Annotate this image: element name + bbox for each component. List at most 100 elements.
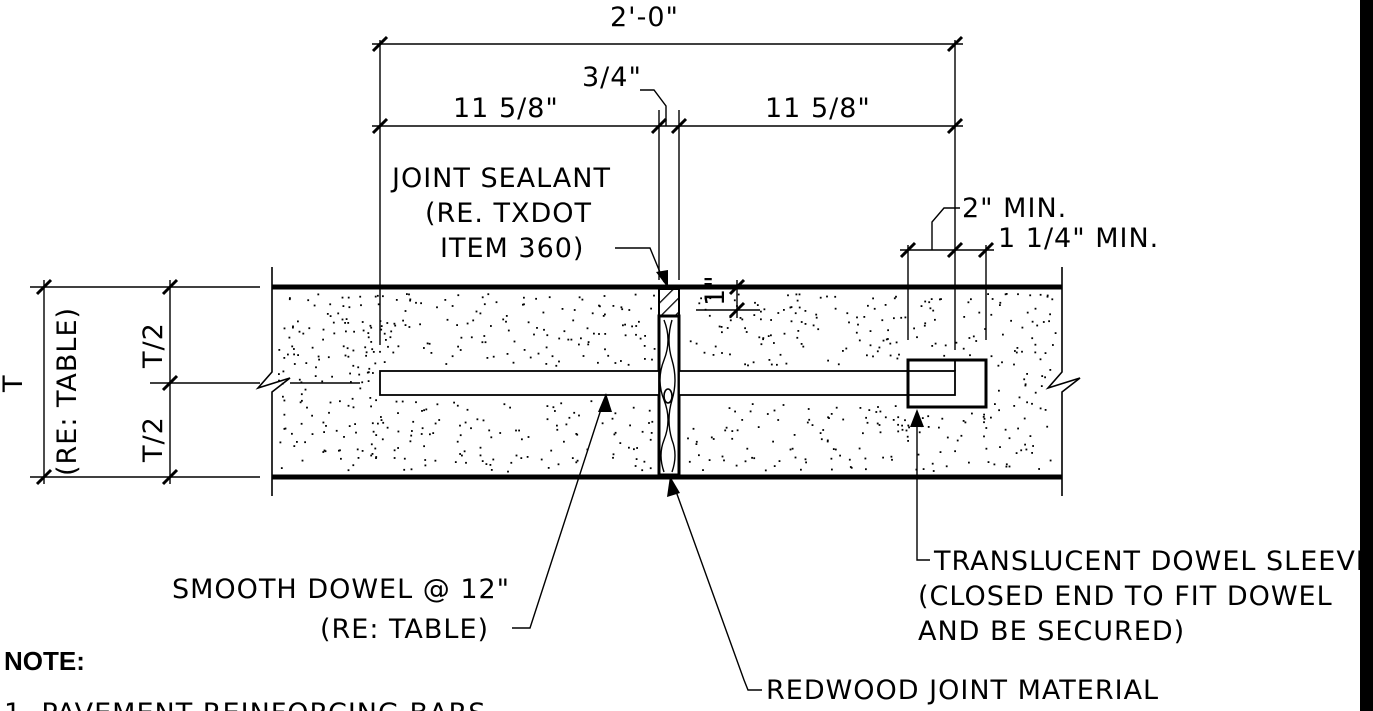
stipple-dot — [470, 336, 473, 339]
stipple-dot — [760, 343, 763, 346]
stipple-dot — [375, 399, 377, 402]
leaders — [512, 247, 930, 691]
stipple-dot — [943, 354, 946, 357]
stipple-dot — [731, 437, 734, 440]
stipple-dot — [998, 389, 1000, 392]
stipple-dot — [970, 298, 972, 301]
stipple-dot — [561, 308, 564, 310]
stipple-dot — [283, 357, 286, 359]
stipple-dot — [459, 424, 461, 427]
stipple-dot — [907, 424, 910, 427]
stipple-dot — [409, 298, 412, 301]
stipple-dot — [424, 464, 427, 467]
stipple-dot — [382, 421, 385, 424]
stipple-dot — [800, 343, 803, 345]
stipple-dot — [969, 354, 971, 357]
stipple-dot — [485, 463, 488, 465]
stipple-dot — [758, 336, 761, 339]
stipple-dot — [376, 294, 379, 297]
stipple-dot — [291, 432, 293, 435]
stipple-dot — [340, 457, 342, 460]
dim-overall: 2'-0" — [610, 2, 679, 33]
stipple-dot — [604, 348, 606, 351]
stipple-dot — [283, 428, 286, 430]
stipple-dot — [523, 349, 526, 351]
dim-joint-width: 3/4" — [582, 62, 642, 93]
stipple-dot — [345, 330, 347, 333]
stipple-dot — [457, 294, 460, 297]
stipple-dot — [987, 293, 989, 295]
stipple-dot — [863, 316, 866, 318]
label-joint-sealant-2: (RE. TXDOT — [425, 198, 592, 229]
stipple-dot — [283, 399, 286, 402]
stipple-dot — [1026, 401, 1028, 404]
stipple-dot — [892, 419, 895, 421]
stipple-dot — [428, 342, 431, 345]
stipple-dot — [361, 450, 364, 452]
stipple-dot — [891, 458, 893, 461]
stipple-dot — [380, 416, 382, 418]
stipple-dot — [904, 419, 906, 422]
stipple-dot — [767, 335, 770, 337]
label-sleeve-1: TRANSLUCENT DOWEL SLEEVE — [933, 546, 1373, 577]
stipple-dot — [856, 316, 858, 319]
stipple-dot — [483, 335, 486, 337]
stipple-dot — [487, 293, 490, 296]
stipple-dot — [895, 295, 897, 298]
stipple-dot — [348, 425, 351, 427]
stipple-dot — [533, 333, 535, 336]
stipple-dot — [620, 360, 622, 362]
stipple-dot — [367, 336, 370, 339]
stipple-dot — [1034, 351, 1037, 354]
stipple-dot — [985, 427, 988, 429]
stipple-dot — [889, 342, 892, 345]
stipple-dot — [369, 397, 372, 399]
stipple-dot — [1044, 352, 1047, 354]
stipple-dot — [475, 310, 478, 313]
stipple-dot — [535, 297, 537, 300]
stipple-dot — [308, 327, 311, 330]
stipple-dot — [627, 363, 630, 366]
stipple-dot — [793, 434, 796, 436]
stipple-dot — [548, 296, 551, 299]
stipple-dot — [343, 436, 345, 438]
stipple-dot — [1039, 407, 1042, 410]
stipple-dot — [811, 424, 814, 426]
stipple-dot — [832, 448, 835, 450]
stipple-dot — [695, 342, 698, 345]
stipple-dot — [317, 355, 320, 358]
stipple-dot — [653, 294, 655, 297]
stipple-dot — [924, 322, 927, 325]
stipple-dot — [527, 321, 530, 324]
stipple-dot — [963, 316, 966, 318]
stipple-dot — [1002, 333, 1004, 336]
stipple-dot — [370, 405, 372, 408]
stipple-dot — [689, 340, 692, 343]
stipple-dot — [1046, 294, 1049, 297]
stipple-dot — [556, 424, 558, 427]
stipple-dot — [526, 456, 529, 458]
stipple-dot — [568, 416, 571, 419]
stipple-dot — [1015, 452, 1018, 454]
stipple-dot — [507, 470, 509, 473]
stipple-dot — [390, 330, 393, 333]
stipple-dot — [599, 305, 601, 308]
stipple-dot — [720, 326, 723, 328]
stipple-dot — [826, 440, 829, 443]
stipple-dot — [371, 348, 374, 351]
stipple-dot — [901, 424, 903, 427]
joint — [657, 285, 681, 477]
stipple-dot — [465, 461, 467, 464]
stipple-dot — [1052, 344, 1054, 346]
stipple-dot — [770, 334, 772, 337]
stipple-dot — [346, 347, 349, 350]
stipple-dot — [470, 427, 472, 430]
stipple-dot — [451, 355, 454, 358]
stipple-dot — [1036, 324, 1039, 327]
stipple-dot — [547, 467, 550, 469]
stipple-dot — [578, 343, 580, 346]
stipple-dot — [311, 346, 314, 349]
stipple-dot — [279, 441, 282, 444]
stipple-dot — [837, 363, 840, 366]
